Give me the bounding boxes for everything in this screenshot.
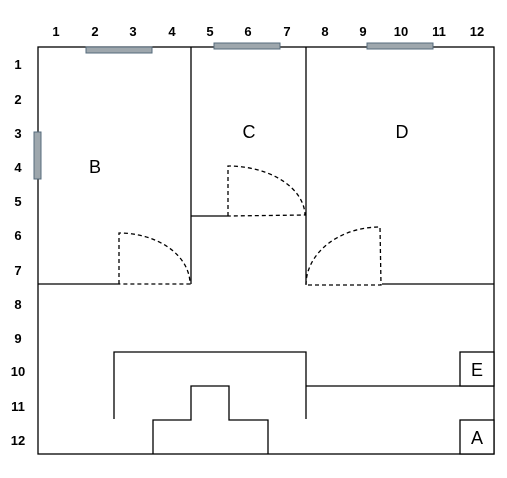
door-b-swing (118, 232, 191, 285)
room-label-d: D (396, 122, 409, 142)
outer-wall (37, 46, 495, 455)
row-label-3: 3 (14, 126, 21, 141)
column-label-3: 3 (129, 24, 136, 39)
row-label-12: 12 (11, 433, 25, 448)
column-label-4: 4 (168, 24, 176, 39)
column-label-2: 2 (91, 24, 98, 39)
column-label-5: 5 (206, 24, 213, 39)
column-label-1: 1 (52, 24, 59, 39)
door-room-c (227, 165, 306, 217)
row-label-6: 6 (14, 228, 21, 243)
column-label-12: 12 (470, 24, 484, 39)
row-label-9: 9 (14, 331, 21, 346)
column-label-7: 7 (283, 24, 290, 39)
door-d-swing (305, 226, 382, 286)
room-label-e: E (471, 360, 483, 380)
row-label-7: 7 (14, 263, 21, 278)
row-label-8: 8 (14, 297, 21, 312)
interior-walls (38, 47, 494, 454)
row-labels: 1 2 3 4 5 6 7 8 9 10 11 12 (11, 57, 25, 448)
room-label-a: A (471, 428, 483, 448)
room-label-b: B (89, 157, 101, 177)
door-c-swing (227, 165, 306, 217)
room-e-box (459, 351, 495, 387)
room-label-c: C (243, 122, 256, 142)
window-top-c (213, 42, 281, 50)
window-top-d (366, 42, 434, 50)
row-label-2: 2 (14, 92, 21, 107)
stepped-wall (152, 385, 269, 454)
column-label-8: 8 (321, 24, 328, 39)
row-label-11: 11 (11, 399, 25, 414)
column-label-6: 6 (244, 24, 251, 39)
row-label-1: 1 (14, 57, 21, 72)
column-labels: 1 2 3 4 5 6 7 8 9 10 11 12 (52, 24, 484, 39)
column-label-10: 10 (394, 24, 408, 39)
column-label-9: 9 (359, 24, 366, 39)
window-top-b (85, 46, 153, 54)
room-a-box (459, 419, 495, 455)
window-left-b (33, 131, 42, 180)
row-label-10: 10 (11, 364, 25, 379)
door-room-b (118, 232, 191, 285)
door-room-d (305, 226, 382, 286)
row-label-5: 5 (14, 194, 21, 209)
column-label-11: 11 (432, 24, 446, 39)
row-label-4: 4 (14, 160, 22, 175)
